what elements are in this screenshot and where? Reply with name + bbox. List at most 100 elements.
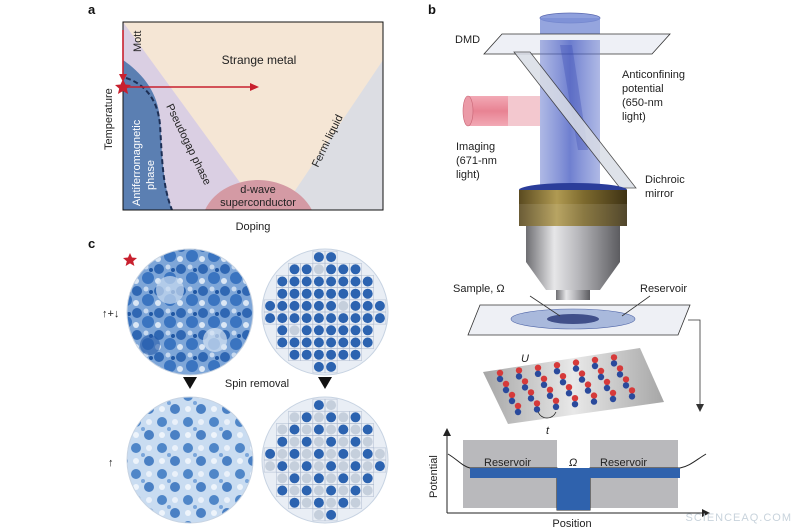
lattice-site [338,300,349,311]
atom-up [553,362,561,369]
lattice-site [289,325,300,336]
dwave-label-2: superconductor [220,197,296,209]
sample-region [547,314,599,324]
lattice-site [350,337,361,348]
lattice-site [301,276,312,287]
lattice-site [350,288,361,299]
lattice-site [326,361,337,372]
lattice-site [289,473,300,484]
lattice-site [362,337,373,348]
atom-up [502,380,510,388]
phase-frame [122,21,384,211]
lattice-site [277,325,288,336]
lattice-site [313,252,324,263]
lattice-site [362,313,373,324]
afm-label-2: phase [145,160,157,190]
lattice-site [338,349,349,360]
lattice-site [301,325,312,336]
potential-axis-label: Potential [428,455,440,498]
lattice-site [362,276,373,287]
lattice-site [350,436,361,447]
lattice-site [326,288,337,299]
lattice-site [362,436,373,447]
lattice-model-mixed [261,248,389,376]
lattice-site [313,264,324,275]
lattice-site [277,288,288,299]
atom-up [597,367,605,375]
lattice-site [350,448,361,459]
lattice-site [301,264,312,275]
down-triangle-left [183,377,197,389]
atom-up [533,400,541,407]
lattice-site [313,300,324,311]
lattice-site [338,461,349,472]
atom-down [559,379,567,386]
panel-b-letter: b [428,2,436,17]
lattice-site [313,473,324,484]
lattice-site [350,412,361,423]
t-label: t [546,425,550,437]
down-triangle-right [318,377,332,389]
atom-down [616,371,624,378]
lattice-site [289,497,300,508]
atom-down [622,382,630,389]
lattice-site [265,300,276,311]
lattice-site [326,461,337,472]
lattice-site [289,436,300,447]
omega-label: Ω [569,457,577,469]
antiferromagnetic-region [123,60,172,210]
lattice-site [313,509,324,520]
doping-arrowhead [250,83,259,91]
lattice-site [326,264,337,275]
lattice-site [326,412,337,423]
lattice-site [301,485,312,496]
lattice-site [338,313,349,324]
lattice-site [289,412,300,423]
imaging-beam [468,96,508,126]
lattice-site [362,288,373,299]
anticonfining-label-2: potential [622,83,664,95]
lattice-site [326,485,337,496]
lattice-site [301,300,312,311]
lattice-site [313,424,324,435]
atom-down [496,375,504,383]
atom-up [515,367,523,374]
u-label: U [521,353,529,365]
lattice-site [374,313,385,324]
atom-up [514,402,522,410]
atom-down [553,368,561,375]
lattice-site [338,337,349,348]
lattice-site [289,485,300,496]
objective-nose [526,262,620,290]
atom-up [603,378,611,386]
temperature-axis-label: Temperature [103,88,115,150]
lattice-site [350,461,361,472]
lattice-site [362,473,373,484]
lattice-site [338,424,349,435]
lattice-site [289,424,300,435]
atom-up [540,375,548,382]
lattice-site [301,313,312,324]
circle-outline-3 [126,396,254,524]
circle-outline-1 [126,248,254,376]
lattice-site [277,436,288,447]
lattice-site [326,509,337,520]
lattice-site [313,288,324,299]
afm-label-1: Antiferromagnetic [131,119,143,206]
lattice-site [313,361,324,372]
lattice-site [277,448,288,459]
lattice-site [313,448,324,459]
atom-down [521,384,529,391]
phase-diagram-regions [123,22,383,210]
lattice-site [326,276,337,287]
lattice-model-up [261,396,389,524]
lattice-site [326,325,337,336]
lattice-site [289,300,300,311]
atom-down [610,360,618,367]
lattice-site [350,276,361,287]
fermi-liquid-region [282,60,383,210]
atom-down [597,373,605,381]
sample-label: Sample, Ω [453,283,505,295]
atom-down [591,362,599,370]
anticonfining-label-4: light) [622,111,646,123]
